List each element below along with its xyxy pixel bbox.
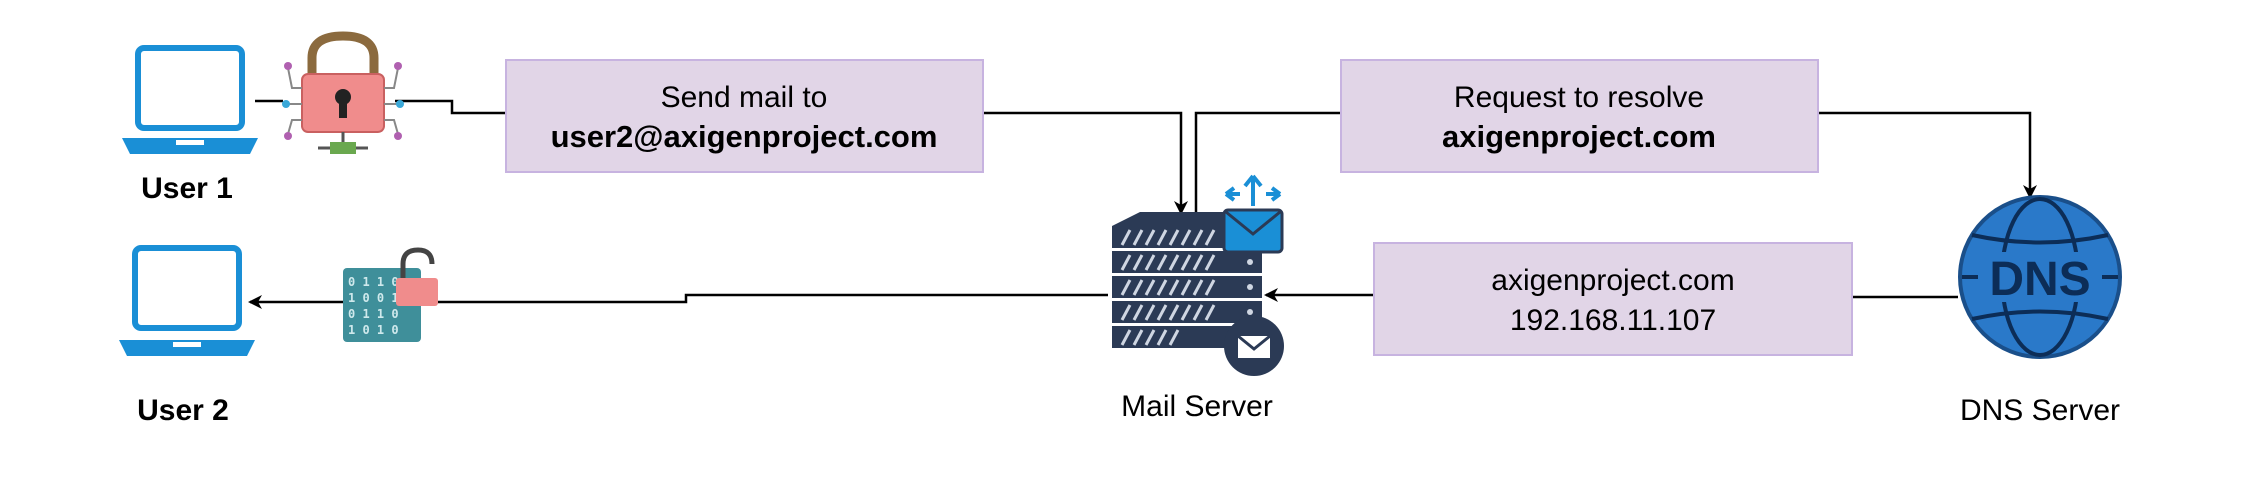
send-mail-box: Send mail to user2@axigenproject.com — [505, 59, 984, 173]
svg-text:1 0 0 1: 1 0 0 1 — [348, 291, 399, 305]
connector-mailserver-requestbox — [1194, 111, 1341, 213]
connector-mailserver-user2 — [437, 293, 1108, 304]
padlock-encryption-icon — [282, 31, 404, 154]
resolve-request-line1: Request to resolve — [1454, 81, 1704, 114]
laptop-icon — [122, 45, 258, 154]
user1-label: User 1 — [141, 172, 233, 205]
dns-globe-icon: DNS — [1958, 195, 2122, 359]
svg-text:1 0 1 0: 1 0 1 0 — [348, 323, 399, 337]
dns-reply-line1: axigenproject.com — [1491, 264, 1734, 297]
send-mail-line1: Send mail to — [661, 81, 828, 114]
laptop-icon — [119, 245, 255, 356]
mail-server-label: Mail Server — [1121, 390, 1273, 423]
connector-lock-sendbox — [395, 99, 506, 115]
resolve-request-box: Request to resolve axigenproject.com — [1340, 59, 1819, 173]
dns-server-label: DNS Server — [1960, 394, 2120, 427]
svg-text:0 1 1 0: 0 1 1 0 — [348, 275, 399, 289]
resolve-request-line2: axigenproject.com — [1442, 119, 1716, 154]
dns-reply-box: axigenproject.com 192.168.11.107 — [1373, 242, 1853, 356]
binary-unlock-icon: 0 1 1 0 1 0 0 1 0 1 1 0 1 0 1 0 — [343, 247, 438, 342]
connector-sendbox-mailserver — [983, 111, 1188, 215]
svg-text:0 1 1 0: 0 1 1 0 — [348, 307, 399, 321]
connector-requestbox-dns — [1818, 111, 2037, 199]
send-mail-line2: user2@axigenproject.com — [551, 119, 938, 154]
dns-reply-line2: 192.168.11.107 — [1510, 304, 1716, 337]
dns-icon-text: DNS — [1989, 253, 2090, 306]
user2-label: User 2 — [137, 394, 229, 427]
mail-server-icon — [1112, 174, 1284, 376]
